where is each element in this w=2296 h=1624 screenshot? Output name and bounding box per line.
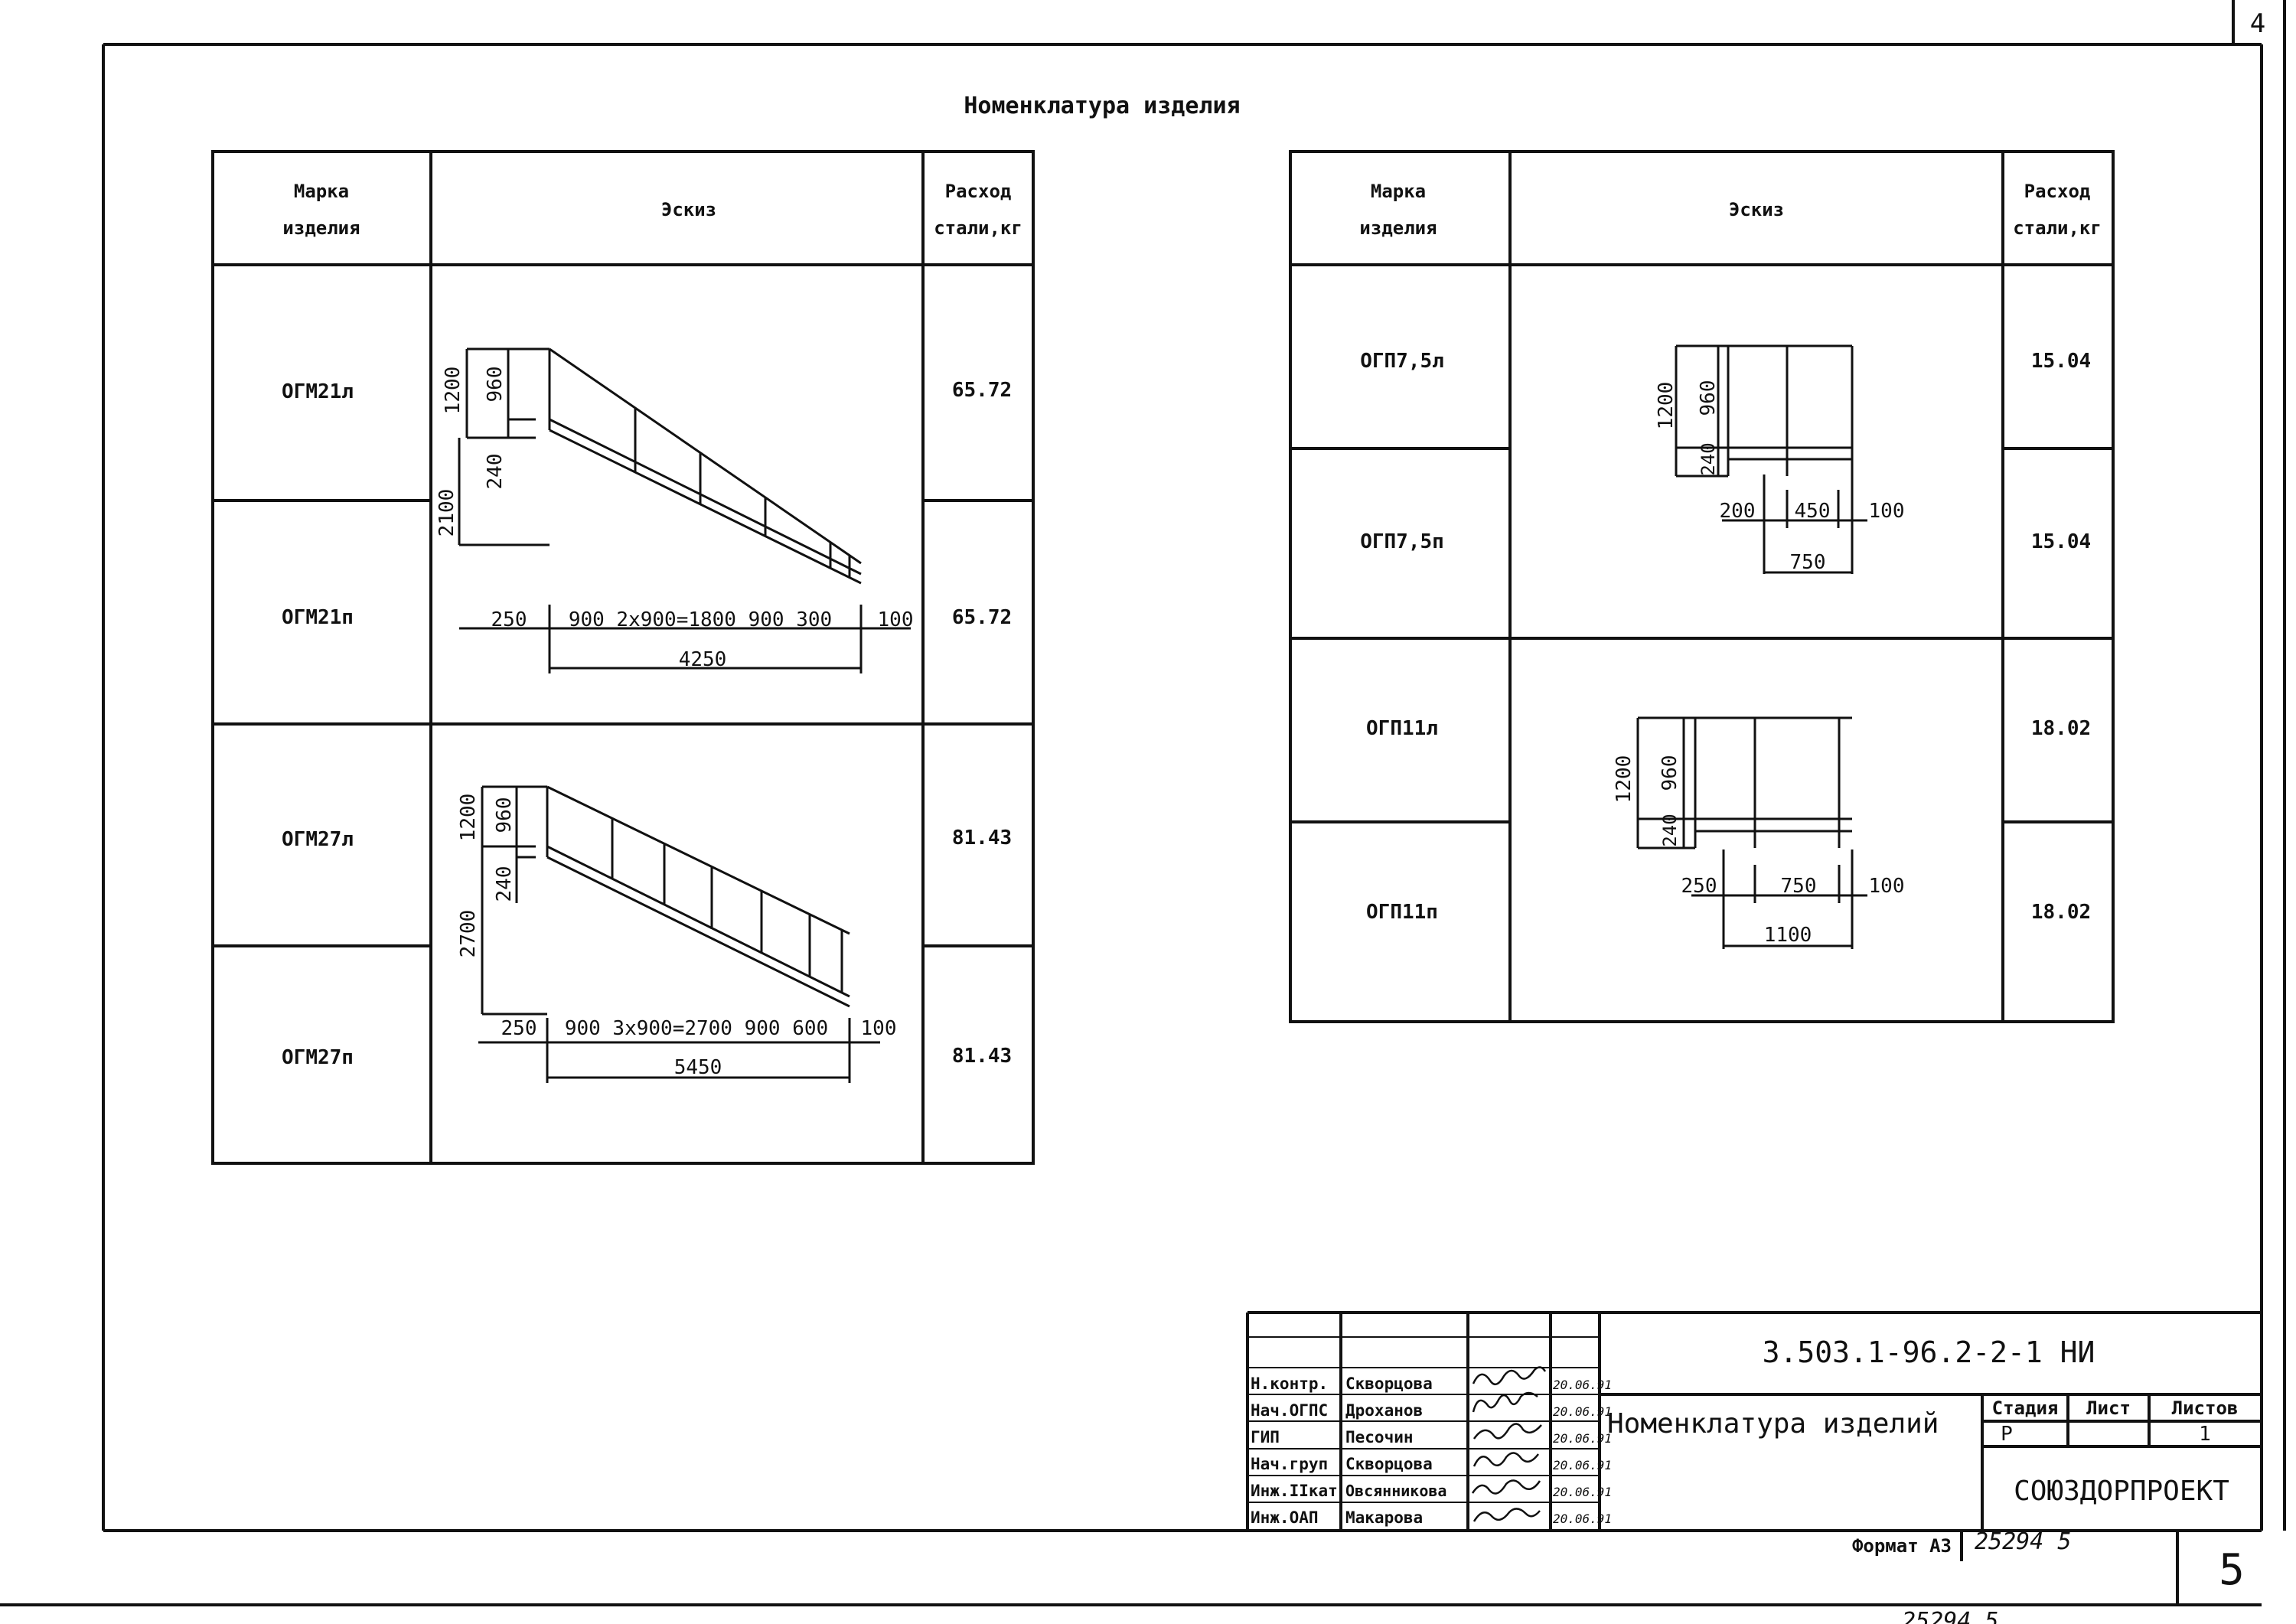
dim-h-top: 960: [493, 797, 516, 833]
header-mark-line1: Марка: [294, 181, 349, 202]
sign-date: 20.06.91: [1553, 1404, 1612, 1419]
organization: СОЮЗДОРПРОЕКТ: [2014, 1476, 2229, 1507]
row-steel: 65.72: [952, 606, 1012, 629]
sheet-label: Лист: [2086, 1397, 2131, 1419]
row-mark: ОГП11п: [1366, 901, 1438, 924]
sheets-value: 1: [2199, 1423, 2211, 1446]
row-steel: 18.02: [2031, 717, 2091, 740]
dim-left-offset: 250: [501, 1017, 537, 1040]
stage-value: Р: [2001, 1423, 2013, 1446]
dim-right-offset: 100: [1869, 875, 1905, 898]
dim-spans: 900 2x900=1800 900 300: [569, 608, 832, 631]
left-table: Марка изделия Эскиз Расход стали,кг ОГМ2…: [211, 150, 1035, 1165]
sheets-label: Листов: [2172, 1397, 2239, 1419]
dim-h-bot: 240: [493, 866, 516, 902]
dim-h-total: 1200: [457, 794, 480, 842]
sign-date: 20.06.91: [1553, 1511, 1612, 1526]
doc-title: Номенклатура изделий: [1607, 1408, 1939, 1440]
row-mark: ОГП7,5л: [1360, 350, 1444, 373]
dim-total-length: 750: [1790, 551, 1826, 574]
dim-middle: 750: [1781, 875, 1817, 898]
sign-date: 20.06.91: [1553, 1458, 1612, 1472]
dim-h-top: 960: [1697, 380, 1720, 416]
signer-name: Песочин: [1345, 1428, 1414, 1446]
signer-role: Н.контр.: [1251, 1375, 1328, 1393]
row-mark: ОГП11л: [1366, 717, 1438, 740]
row-mark: ОГМ27л: [282, 828, 354, 851]
signer-name: Овсянникова: [1345, 1482, 1446, 1500]
row-mark: ОГМ21п: [282, 606, 354, 629]
row-steel: 81.43: [952, 827, 1012, 850]
signer-role: ГИП: [1251, 1428, 1280, 1446]
right-table: Марка изделия Эскиз Расход стали,кг ОГП7…: [1289, 150, 2115, 1023]
header-mark-line2: изделия: [1359, 217, 1437, 239]
row-mark: ОГМ27п: [282, 1046, 354, 1069]
dim-h-drop: 2100: [435, 489, 458, 537]
dim-right-offset: 100: [878, 608, 914, 631]
dim-total-length: 5450: [674, 1056, 722, 1079]
sketch-railing-ogm21: 1200 960 240 2100 250 900 2x900=1800 900…: [435, 347, 914, 673]
dim-h-total: 1200: [442, 367, 465, 415]
sign-date: 20.06.91: [1553, 1431, 1612, 1446]
header-steel-line2: стали,кг: [2013, 217, 2102, 239]
header-steel-line1: Расход: [945, 181, 1012, 202]
dim-h-total: 1200: [1613, 755, 1636, 804]
sketch-railing-ogp11: 1200 960 240 250 750 100 1100: [1613, 716, 1905, 949]
header-steel-line2: стали,кг: [934, 217, 1022, 239]
dim-right-offset: 100: [1869, 500, 1905, 523]
dim-h-top: 960: [484, 367, 507, 403]
row-steel: 18.02: [2031, 901, 2091, 924]
signer-name: Дроханов: [1345, 1401, 1423, 1420]
row-steel: 81.43: [952, 1045, 1012, 1068]
signer-name: Макарова: [1345, 1508, 1423, 1527]
header-mark-line2: изделия: [282, 217, 360, 239]
header-sketch: Эскиз: [1729, 199, 1784, 220]
dim-h-bot: 240: [1659, 814, 1681, 846]
dim-h-bot: 240: [1698, 442, 1719, 475]
dim-h-drop: 2700: [457, 910, 480, 958]
signer-role: Инж.IIкат: [1251, 1482, 1338, 1500]
signature-scribbles: [1471, 1366, 1547, 1522]
dim-spans: 900 3x900=2700 900 600: [565, 1017, 828, 1040]
doc-code: 3.503.1-96.2-2-1 НИ: [1763, 1335, 2095, 1369]
header-steel-line1: Расход: [2024, 181, 2091, 202]
header-mark-line1: Марка: [1371, 181, 1426, 202]
stage-label: Стадия: [1992, 1397, 2059, 1419]
row-steel: 15.04: [2031, 350, 2091, 373]
title-block: 3.503.1-96.2-2-1 НИ Номенклатура изделий…: [1246, 1311, 2262, 1531]
dim-h-top: 960: [1658, 755, 1681, 791]
row-mark: ОГП7,5п: [1360, 530, 1444, 553]
dim-total-length: 1100: [1764, 924, 1812, 947]
dim-left-offset: 200: [1720, 500, 1756, 523]
signer-role: Инж.ОАП: [1251, 1508, 1319, 1527]
page-number: 5: [2219, 1545, 2245, 1595]
row-steel: 15.04: [2031, 530, 2091, 553]
header-sketch: Эскиз: [661, 199, 716, 220]
signer-name: Скворцова: [1345, 1375, 1433, 1393]
page-title: Номенклатура изделия: [964, 93, 1240, 119]
dim-middle: 450: [1795, 500, 1831, 523]
dim-h-bot: 240: [484, 454, 507, 490]
row-mark: ОГМ21л: [282, 380, 354, 403]
sketch-railing-ogm27: 1200 960 240 2700 250 900 3x900=2700 900…: [457, 785, 897, 1083]
signer-name: Скворцова: [1345, 1455, 1433, 1473]
dim-left-offset: 250: [1681, 875, 1717, 898]
dim-right-offset: 100: [861, 1017, 897, 1040]
signer-role: Нач.ОГПС: [1251, 1401, 1328, 1420]
inventory-number: 25294 5: [1975, 1528, 2071, 1555]
signer-role: Нач.груп: [1251, 1455, 1328, 1473]
dim-total-length: 4250: [679, 648, 727, 671]
row-steel: 65.72: [952, 379, 1012, 402]
footer-frame: [1960, 1531, 2179, 1605]
bottom-inventory-number: 25294 5: [1902, 1608, 1998, 1624]
format-label: Формат А3: [1852, 1535, 1952, 1557]
page-corner-number: 4: [2250, 8, 2265, 39]
sketch-railing-ogp75: 1200 960 240 200 450 100 750: [1655, 344, 1905, 574]
dim-left-offset: 250: [491, 608, 527, 631]
sign-date: 20.06.91: [1553, 1378, 1612, 1392]
dim-h-total: 1200: [1655, 382, 1678, 430]
sign-date: 20.06.91: [1553, 1485, 1612, 1499]
